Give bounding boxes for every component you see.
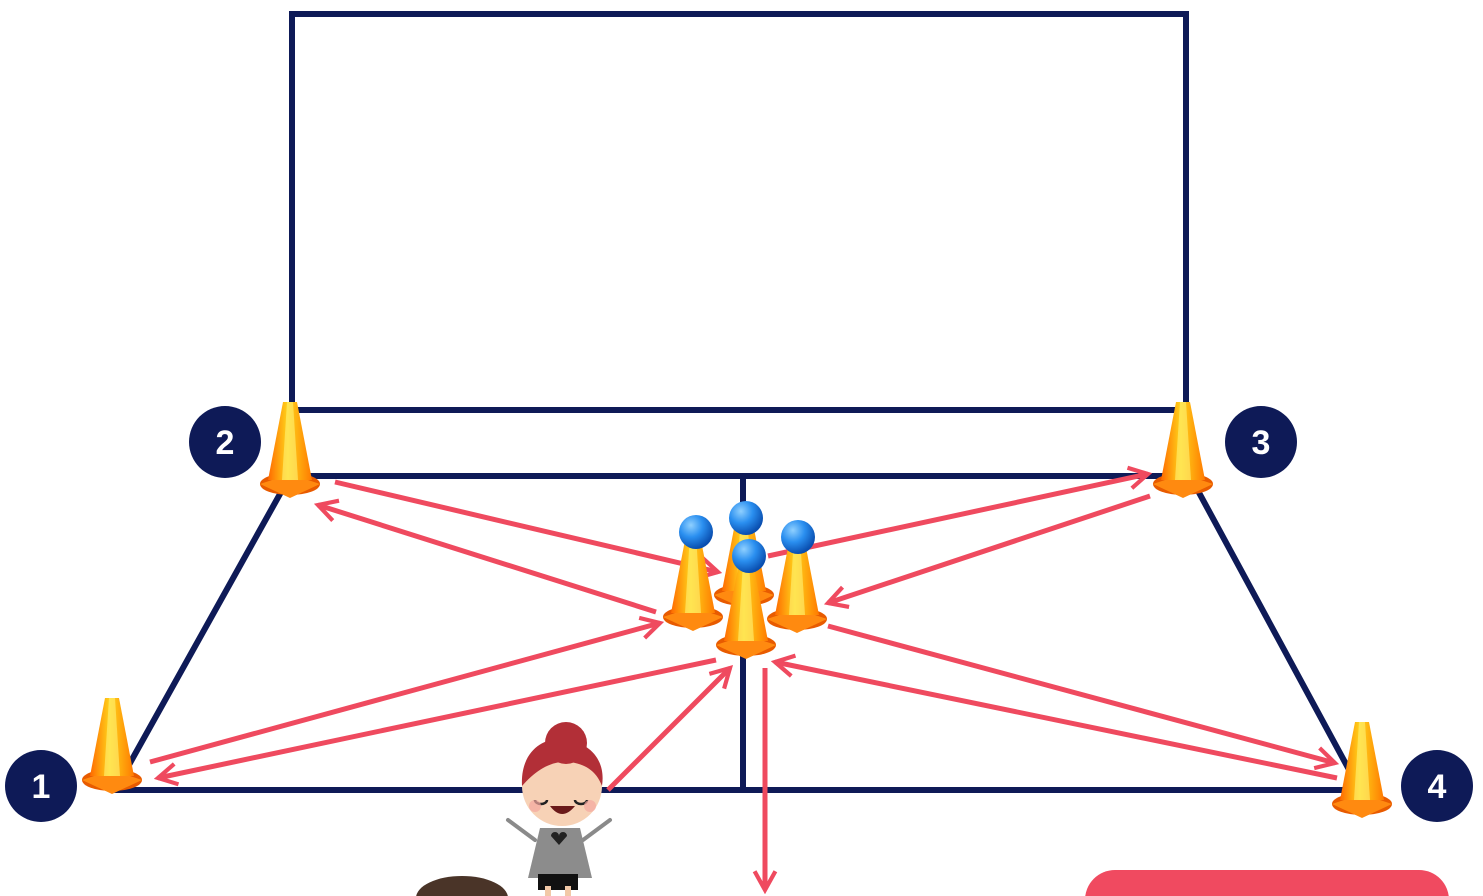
station-badge-1: 1 [5, 750, 77, 822]
arrow-coach-to-center [606, 668, 730, 792]
station-label-2: 2 [216, 424, 235, 462]
arrow-center-to-2 [318, 505, 657, 615]
center-cone-cluster [663, 501, 827, 659]
court [109, 11, 1366, 793]
child-figure [416, 876, 508, 896]
arrow-center-to-4 [827, 623, 1335, 763]
arrow-1-to-center [149, 623, 660, 765]
cone-station-1 [82, 698, 142, 794]
station-badge-2: 2 [189, 406, 261, 478]
station-badges: 1 2 3 4 [5, 406, 1473, 822]
goal-line-box [289, 407, 1189, 479]
station-badge-4: 4 [1401, 750, 1473, 822]
movement-arrows [149, 474, 1338, 890]
station-label-1: 1 [32, 768, 51, 806]
arrow-center-to-1 [158, 657, 717, 778]
goal-area [289, 11, 1189, 413]
cone-station-3 [1153, 402, 1213, 498]
arrow-3-to-center [828, 493, 1151, 603]
ball-icon [679, 515, 713, 549]
cone-station-2 [260, 402, 320, 498]
arrow-center-to-3 [767, 474, 1148, 559]
arrow-4-to-center [775, 662, 1338, 781]
station-label-3: 3 [1252, 424, 1271, 462]
station-badge-3: 3 [1225, 406, 1297, 478]
bottom-banner [1085, 870, 1449, 896]
station-label-4: 4 [1428, 768, 1447, 806]
coach-figure [506, 722, 612, 896]
center-cone-left [663, 535, 723, 631]
cone-station-4 [1332, 722, 1392, 818]
ball-icon [732, 539, 766, 573]
arrow-2-to-center [334, 479, 718, 572]
ball-icon [729, 501, 763, 535]
ball-icon [781, 520, 815, 554]
